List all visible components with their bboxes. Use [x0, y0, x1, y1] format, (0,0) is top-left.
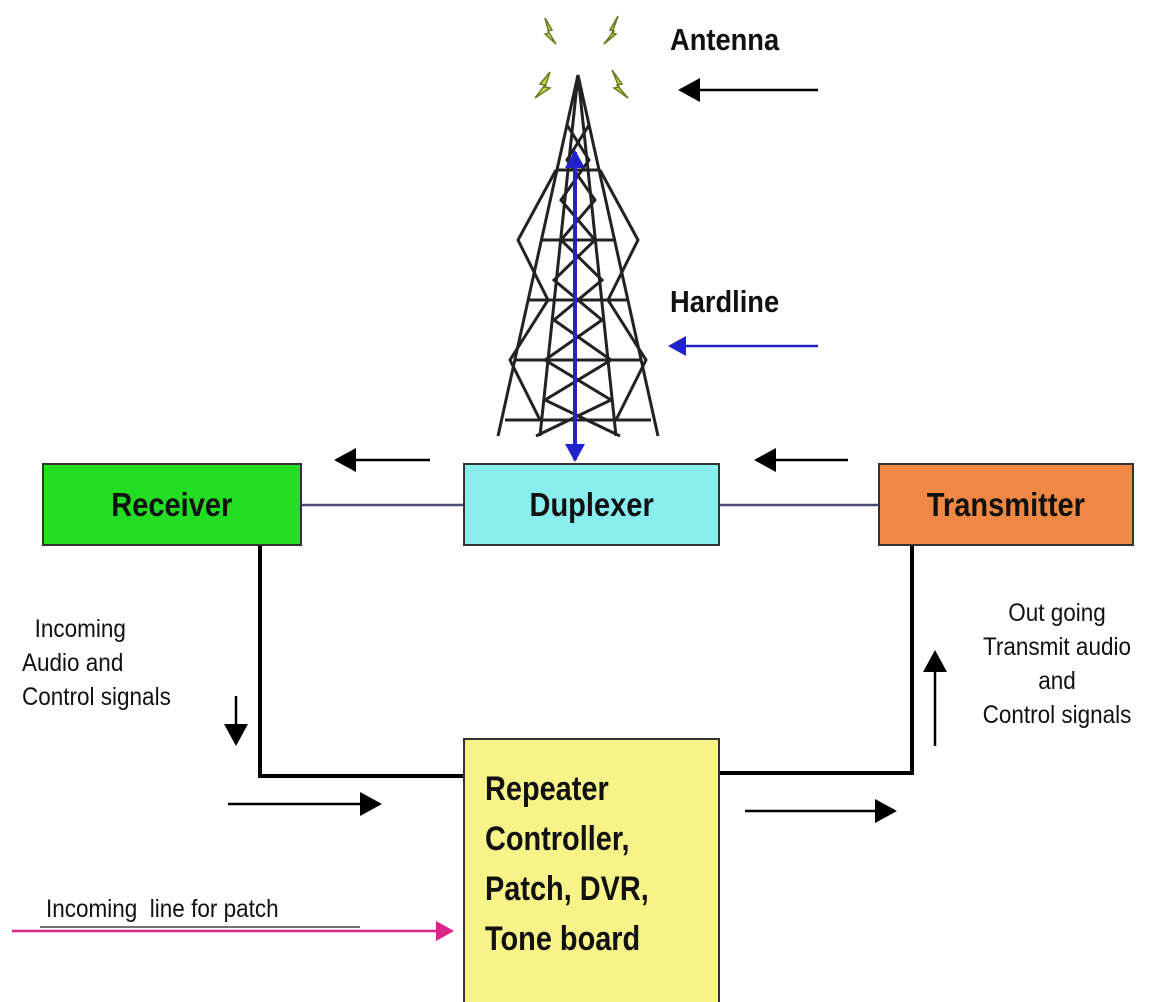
- controller-transmitter-link: [720, 546, 914, 775]
- controller-line-3: Patch, DVR,: [485, 870, 649, 908]
- antenna-tower: [496, 74, 660, 438]
- controller-line-4: Tone board: [485, 920, 641, 958]
- incoming-line-2: Audio and: [22, 649, 124, 677]
- outgoing-line-4: Control signals: [982, 701, 1132, 729]
- transmitter-label: Transmitter: [926, 485, 1086, 523]
- antenna-label: Antenna: [670, 22, 780, 57]
- patch-line-label: Incoming line for patch: [46, 895, 279, 923]
- transmitter-box: Transmitter: [878, 463, 1134, 546]
- controller-box: Repeater Controller, Patch, DVR, Tone bo…: [463, 738, 720, 1002]
- lightning-bolt-icon: [534, 15, 629, 99]
- receiver-label: Receiver: [111, 485, 233, 523]
- hardline-label: Hardline: [670, 284, 780, 319]
- controller-line-1: Repeater: [485, 770, 609, 808]
- incoming-line-1: Incoming: [34, 615, 126, 643]
- duplexer-label: Duplexer: [529, 485, 654, 523]
- receiver-controller-link: [258, 546, 463, 778]
- outgoing-line-1: Out going: [1008, 599, 1106, 627]
- outgoing-line-3: and: [1038, 667, 1076, 695]
- incoming-signals-label: Incoming Audio and Control signals: [22, 612, 187, 714]
- outgoing-line-2: Transmit audio: [983, 633, 1131, 661]
- duplexer-box: Duplexer: [463, 463, 720, 546]
- outgoing-signals-label: Out going Transmit audio and Control sig…: [952, 596, 1162, 732]
- receiver-box: Receiver: [42, 463, 302, 546]
- controller-line-2: Controller,: [485, 820, 630, 858]
- incoming-line-3: Control signals: [22, 683, 171, 711]
